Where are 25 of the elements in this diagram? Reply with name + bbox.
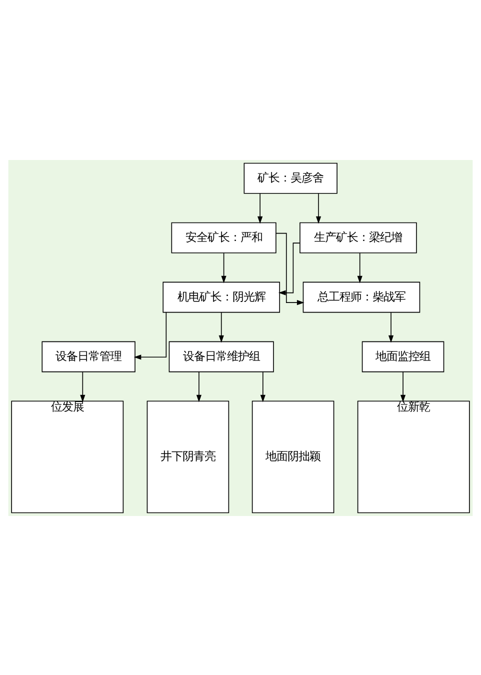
arrow <box>400 371 406 402</box>
arrow <box>278 242 300 295</box>
arrow <box>257 192 263 224</box>
node-box: 井下阴青亮 <box>146 400 230 513</box>
node-box: 位新乾 <box>357 400 470 513</box>
arrow <box>80 371 86 402</box>
arrow <box>134 311 167 360</box>
node-box: 安全矿长：严和 <box>171 222 276 253</box>
node-box: 矿长：吴彦舍 <box>244 162 338 194</box>
node-box: 设备日常管理 <box>42 340 136 372</box>
arrow <box>276 232 304 305</box>
arrow <box>260 371 266 402</box>
node-box: 机电矿长：阴光辉 <box>162 281 280 312</box>
node-box: 设备日常维护组 <box>168 340 274 372</box>
node-box: 总工程师：柴战军 <box>302 281 420 312</box>
arrow <box>316 192 322 224</box>
node-box: 生产矿长：梁纪增 <box>300 222 417 253</box>
node-box: 位发展 <box>11 400 124 513</box>
arrow <box>388 312 394 342</box>
arrow <box>357 252 362 283</box>
arrow <box>196 371 202 402</box>
arrow <box>218 312 224 342</box>
arrow <box>221 252 226 283</box>
node-box: 地面监控组 <box>362 340 444 372</box>
node-box: 地面阴拙颖 <box>252 400 334 513</box>
